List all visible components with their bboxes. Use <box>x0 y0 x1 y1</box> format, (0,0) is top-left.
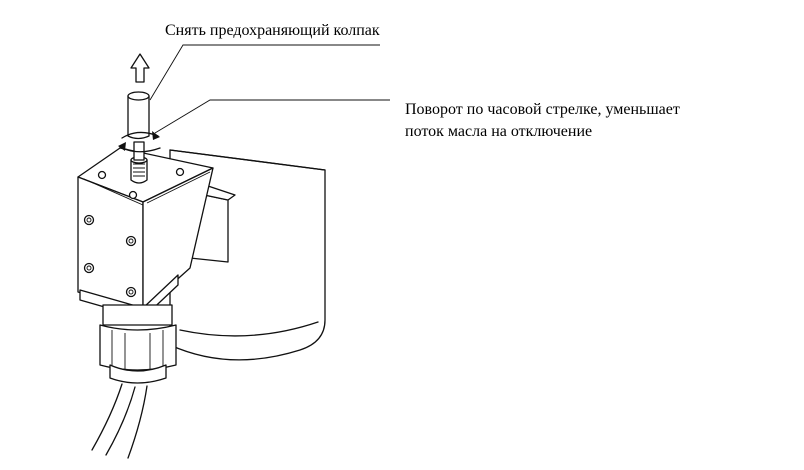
protective-cap <box>127 91 150 140</box>
face-screws <box>83 167 185 298</box>
adjustment-screw <box>130 141 148 184</box>
rotate-instruction-line-1: Поворот по часовой стрелке, уменьшает <box>405 101 680 118</box>
leader-lines <box>149 44 390 134</box>
cable <box>91 383 148 459</box>
up-arrow-icon <box>130 53 150 83</box>
rotate-instruction-line-2: поток масла на отключение <box>405 123 593 140</box>
clockwise-arrow-icon <box>118 131 161 153</box>
cable-gland <box>99 304 177 384</box>
remove-cap-label: Снять предохраняющий колпак <box>165 22 380 39</box>
rotate-instruction-label: Поворот по часовой стрелке, уменьшает по… <box>405 99 680 143</box>
